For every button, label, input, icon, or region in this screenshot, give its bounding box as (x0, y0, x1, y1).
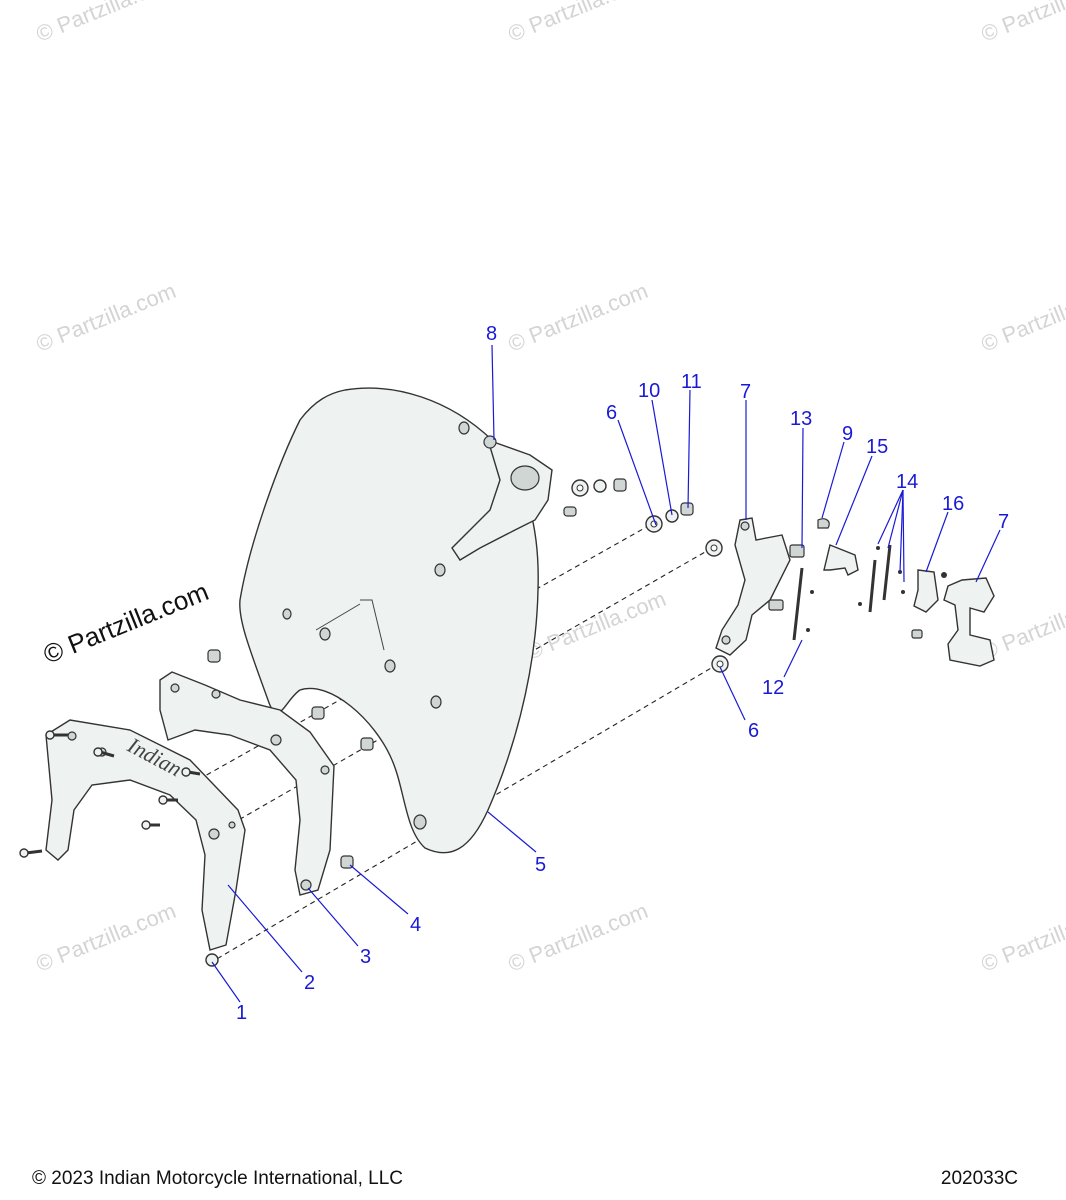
callout-8: 8 (486, 323, 497, 345)
clamp-hardware (563, 478, 729, 673)
watermark: © Partzilla.com (505, 898, 652, 977)
cover-plate: Indian (45, 719, 246, 951)
callout-14: 14 (896, 471, 918, 493)
callout-5: 5 (535, 854, 546, 876)
callout-7: 7 (998, 511, 1009, 533)
watermark: © Partzilla.com (33, 898, 180, 977)
mount-clamp (451, 435, 553, 561)
callout-11: 11 (681, 371, 702, 393)
copyright-notice: © 2023 Indian Motorcycle International, … (32, 1168, 403, 1189)
riser-block (823, 544, 905, 613)
clamp-cap (911, 569, 947, 639)
bolts (19, 730, 219, 967)
callout-10: 10 (638, 380, 660, 402)
watermark: © Partzilla.com (978, 278, 1066, 357)
callout-13: 13 (790, 408, 812, 430)
watermark: © Partzilla.com (505, 278, 652, 357)
callout-3: 3 (360, 946, 371, 968)
watermark: © Partzilla.com (33, 0, 180, 47)
leader-lines (211, 344, 1001, 1003)
callout-15: 15 (866, 436, 888, 458)
callout-1: 1 (236, 1002, 247, 1024)
right-bracket (715, 517, 830, 656)
callout-6: 6 (606, 402, 617, 424)
callout-2: 2 (304, 972, 315, 994)
watermark: © Partzilla.com (505, 0, 652, 47)
callout-4: 4 (410, 914, 421, 936)
watermark-large: © Partzilla.com (39, 576, 213, 669)
drawing-number: 202033C (940, 1168, 1018, 1189)
callouts: 1 2 3 4 5 6 6 7 7 8 9 10 11 12 13 14 15 … (236, 323, 1009, 1024)
callout-6: 6 (748, 720, 759, 742)
left-bracket (943, 577, 995, 667)
watermark: © Partzilla.com (978, 0, 1066, 47)
callout-7: 7 (740, 381, 751, 403)
watermark: © Partzilla.com (523, 586, 670, 665)
windshield (239, 387, 539, 854)
watermark: © Partzilla.com (978, 898, 1066, 977)
callout-12: 12 (762, 677, 784, 699)
windshield-frame (159, 649, 374, 896)
callout-16: 16 (942, 493, 964, 515)
watermark: © Partzilla.com (33, 278, 180, 357)
callout-9: 9 (842, 423, 853, 445)
